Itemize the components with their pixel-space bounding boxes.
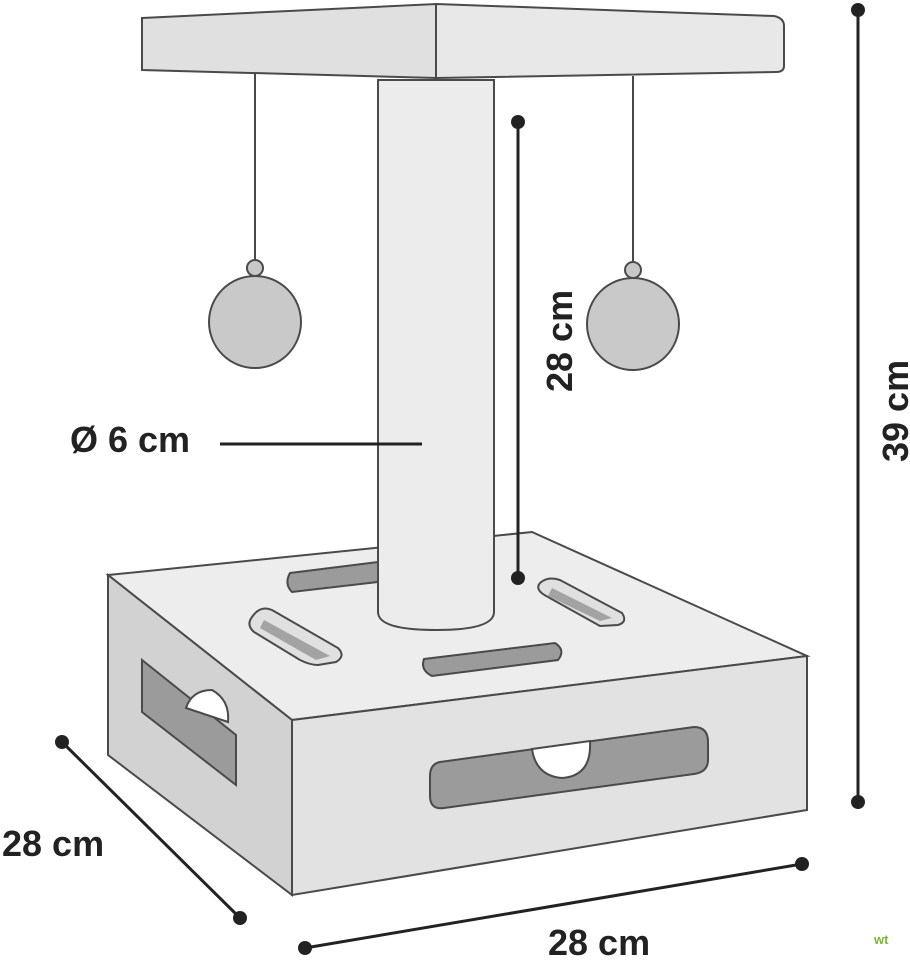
base-depth-dimension: 28 cm (2, 735, 247, 925)
total-height-dimension: 39 cm (851, 3, 910, 809)
base-width-dimension: 28 cm (298, 857, 809, 960)
watermark-logo: wt (873, 932, 889, 947)
post-height-dimension: 28 cm (511, 115, 580, 585)
base-width-label: 28 cm (548, 922, 650, 960)
base-depth-label: 28 cm (2, 823, 104, 864)
scratching-post (377, 79, 495, 632)
diameter-dimension: Ø 6 cm (70, 419, 422, 460)
hanging-ball-right (586, 76, 680, 371)
diameter-label: Ø 6 cm (70, 419, 190, 460)
side-opening-left (141, 657, 237, 788)
post-height-label: 28 cm (539, 290, 580, 392)
top-slot (248, 607, 343, 667)
side-opening-front (429, 725, 709, 810)
top-slot (537, 577, 626, 628)
total-height-label: 39 cm (875, 360, 910, 462)
hanging-ball-left (208, 74, 302, 369)
top-platform (141, 2, 785, 80)
top-slot (286, 560, 379, 594)
top-slot (422, 641, 563, 678)
